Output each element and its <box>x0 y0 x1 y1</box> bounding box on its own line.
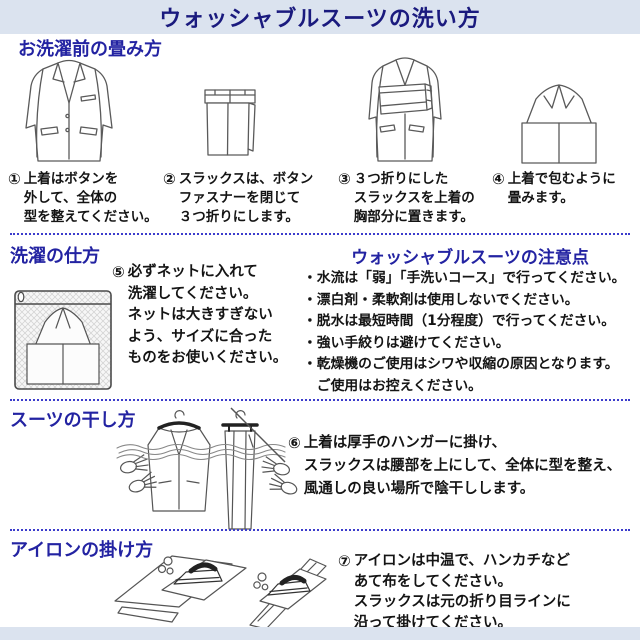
step-6-number: ⑥ <box>288 434 301 452</box>
step-4: ④ 上着で包むように 畳みます。 <box>492 170 640 208</box>
wrapped-suit-illustration <box>521 84 597 164</box>
step-4-number: ④ <box>492 170 505 188</box>
jacket-with-slacks-illustration <box>368 57 442 162</box>
step-7-number: ⑦ <box>338 552 351 570</box>
ironing-illustration <box>114 555 327 630</box>
drying-illustration <box>116 407 300 530</box>
step-1-number: ① <box>8 170 21 188</box>
step-4-text: 上着で包むように 畳みます。 <box>507 171 616 206</box>
caution-text: 強い手絞りは避けてください。 <box>316 334 510 351</box>
divider <box>10 529 630 531</box>
step-6-text: 上着は厚手のハンガーに掛け、 スラックスは腰部を上にして、全体に型を整え、 風通… <box>303 435 622 497</box>
caution-bullet: ・ <box>303 313 317 330</box>
caution-item: ・ 水流は「弱」「手洗いコース」で行ってください。 <box>303 268 639 290</box>
caution-item: ・ 乾燥機のご使用はシワや収縮の原因となります。 ご使用はお控えください。 <box>303 354 639 397</box>
caution-bullet: ・ <box>303 334 317 351</box>
step-5-text: 必ずネットに入れて 洗濯してください。 ネットは大きすぎない よう、サイズに合っ… <box>127 264 288 366</box>
divider <box>10 399 630 401</box>
caution-bullet: ・ <box>303 356 317 373</box>
step-6: ⑥ 上着は厚手のハンガーに掛け、 スラックスは腰部を上にして、全体に型を整え、 … <box>288 432 640 501</box>
caution-item: ・ 脱水は最短時間（1分程度）で行ってください。 <box>303 311 639 333</box>
caution-text: 水流は「弱」「手洗いコース」で行ってください。 <box>316 270 626 286</box>
diagonal-line <box>230 407 286 463</box>
section-heading-drying: スーツの干し方 <box>10 410 136 431</box>
step-3: ③ ３つ折りにした スラックスを上着の 胸部分に置きます。 <box>338 170 496 227</box>
step-5-number: ⑤ <box>112 263 125 281</box>
step-1: ① 上着はボタンを 外して、全体の 型を整えてください。 <box>8 170 168 227</box>
step-2: ② スラックスは、ボタン ファスナーを閉じて ３つ折りにします。 <box>163 170 341 227</box>
caution-bullet: ・ <box>303 270 317 286</box>
step-7: ⑦ アイロンは中温で、ハンカチなど あて布をしてください。 スラックスは元の折り… <box>338 551 638 633</box>
caution-bullet: ・ <box>303 291 317 308</box>
caution-item: ・ 強い手絞りは避けてください。 <box>303 333 639 355</box>
step-3-number: ③ <box>338 170 351 188</box>
header-band: ウォッシャブルスーツの洗い方 <box>0 0 640 34</box>
divider <box>10 233 630 235</box>
step-7-text: アイロンは中温で、ハンカチなど あて布をしてください。 スラックスは元の折り目ラ… <box>353 553 571 631</box>
caution-text: 漂白剤・柔軟剤は使用しないでください。 <box>316 291 579 308</box>
caution-item: ・ 漂白剤・柔軟剤は使用しないでください。 <box>303 290 639 312</box>
caution-list: ・ 水流は「弱」「手洗いコース」で行ってください。 ・ 漂白剤・柔軟剤は使用しな… <box>303 268 639 398</box>
caution-text: 脱水は最短時間（1分程度）で行ってください。 <box>316 313 616 330</box>
jacket-front-illustration <box>25 59 113 162</box>
step-3-text: ３つ折りにした スラックスを上着の 胸部分に置きます。 <box>353 171 475 225</box>
section-heading-folding: お洗濯前の畳み方 <box>18 39 162 60</box>
caution-text: 乾燥機のご使用はシワや収縮の原因となります。 ご使用はお控えください。 <box>316 356 619 394</box>
folded-slacks-illustration <box>204 89 256 156</box>
footer-band <box>0 627 640 640</box>
step-1-text: 上着はボタンを 外して、全体の 型を整えてください。 <box>23 171 158 225</box>
step-2-text: スラックスは、ボタン ファスナーを閉じて ３つ折りにします。 <box>178 171 314 225</box>
section-heading-ironing: アイロンの掛け方 <box>10 540 154 561</box>
page-title: ウォッシャブルスーツの洗い方 <box>159 7 481 32</box>
section-heading-cautions: ウォッシャブルスーツの注意点 <box>351 248 589 268</box>
section-heading-washing: 洗濯の仕方 <box>10 246 100 267</box>
laundry-net-illustration <box>14 290 112 390</box>
step-2-number: ② <box>163 170 176 188</box>
step-5: ⑤ 必ずネットに入れて 洗濯してください。 ネットは大きすぎない よう、サイズに… <box>112 262 317 370</box>
